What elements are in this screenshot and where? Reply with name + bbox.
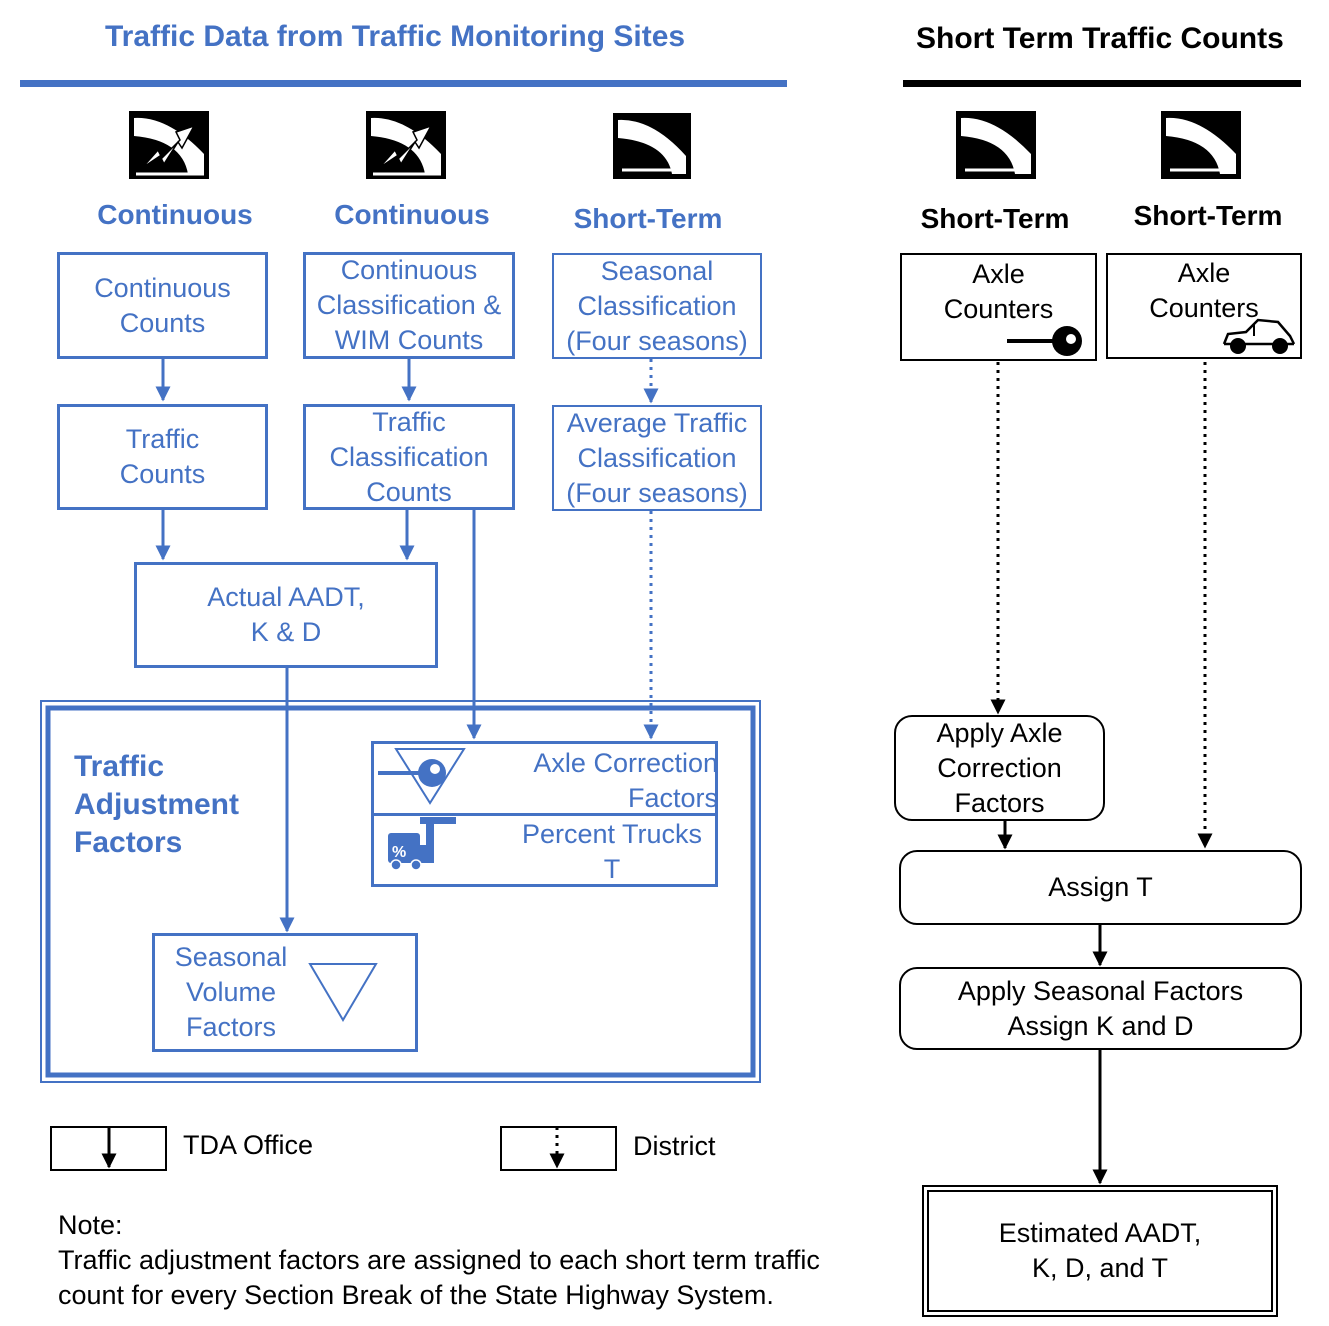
note-text: Traffic adjustment factors are assigned … xyxy=(58,1245,820,1310)
continuous-classification-wim-box: Continuous Classification & WIM Counts xyxy=(303,252,515,359)
assign-t-box: Assign T xyxy=(899,850,1302,925)
adjustment-frame-outer xyxy=(40,700,761,1083)
axle-counters-label: Axle Counters xyxy=(1149,258,1259,323)
note-label: Note: xyxy=(58,1210,123,1240)
triangle-icon xyxy=(308,963,378,1022)
traffic-classification-counts-box: Traffic Classification Counts xyxy=(303,404,515,510)
radar-sensor-icon xyxy=(366,111,446,179)
axle-counters-label: Axle Counters xyxy=(943,259,1054,324)
axle-triangle-icon xyxy=(378,748,466,805)
right-header-rule xyxy=(903,80,1301,87)
truck-icon: % xyxy=(388,817,456,871)
svg-text:%: % xyxy=(392,844,406,861)
actual-aadt-box: Actual AADT, K & D xyxy=(134,562,438,668)
seasonal-volume-factors-label: Seasonal Volume Factors xyxy=(174,942,288,1042)
column-label-short-term: Short-Term xyxy=(1133,200,1283,231)
continuous-counts-box: Continuous Counts xyxy=(57,252,268,359)
column-label-continuous: Continuous xyxy=(97,199,253,230)
adjustment-frame-inner xyxy=(45,705,756,1078)
traffic-counts-box: Traffic Counts xyxy=(57,404,268,510)
apply-seasonal-factors-box: Apply Seasonal Factors Assign K and D xyxy=(899,967,1302,1050)
column-label-short-term: Short-Term xyxy=(920,203,1070,234)
legend-dotted-box xyxy=(500,1126,617,1171)
axle-counters-box: Axle Counters xyxy=(1106,253,1302,359)
sensor-icon xyxy=(613,113,691,179)
car-icon xyxy=(1222,318,1296,354)
axle-correction-factors-label: Axle Correction Factors xyxy=(533,748,718,813)
apply-axle-correction-box: Apply Axle Correction Factors xyxy=(894,715,1105,821)
left-section-title: Traffic Data from Traffic Monitoring Sit… xyxy=(105,20,686,53)
percent-trucks-label: Percent Trucks T xyxy=(521,819,703,884)
divider xyxy=(374,813,715,816)
seasonal-volume-factors-box: Seasonal Volume Factors xyxy=(152,933,418,1052)
adjustment-factors-title: Traffic Adjustment Factors xyxy=(74,750,239,859)
axle-sensor-icon xyxy=(1007,326,1082,356)
seasonal-classification-box: Seasonal Classification (Four seasons) xyxy=(552,253,762,359)
sensor-icon xyxy=(1161,111,1241,179)
average-traffic-classification-box: Average Traffic Classification (Four sea… xyxy=(552,405,762,511)
axle-trucks-box: Axle Correction Factors Percent Trucks T xyxy=(371,741,718,887)
left-header-rule xyxy=(20,80,787,87)
radar-sensor-icon xyxy=(129,111,209,179)
estimated-aadt-box: Estimated AADT, K, D, and T xyxy=(927,1190,1273,1312)
column-label-short-term: Short-Term xyxy=(573,203,723,234)
right-section-title: Short Term Traffic Counts xyxy=(916,22,1284,55)
sensor-icon xyxy=(956,111,1036,179)
legend-district-label: District xyxy=(633,1131,716,1161)
axle-counters-box: Axle Counters xyxy=(900,253,1097,361)
legend-tda-office-label: TDA Office xyxy=(183,1130,314,1160)
column-label-continuous: Continuous xyxy=(334,199,490,230)
estimated-aadt-frame: Estimated AADT, K, D, and T xyxy=(922,1185,1278,1317)
